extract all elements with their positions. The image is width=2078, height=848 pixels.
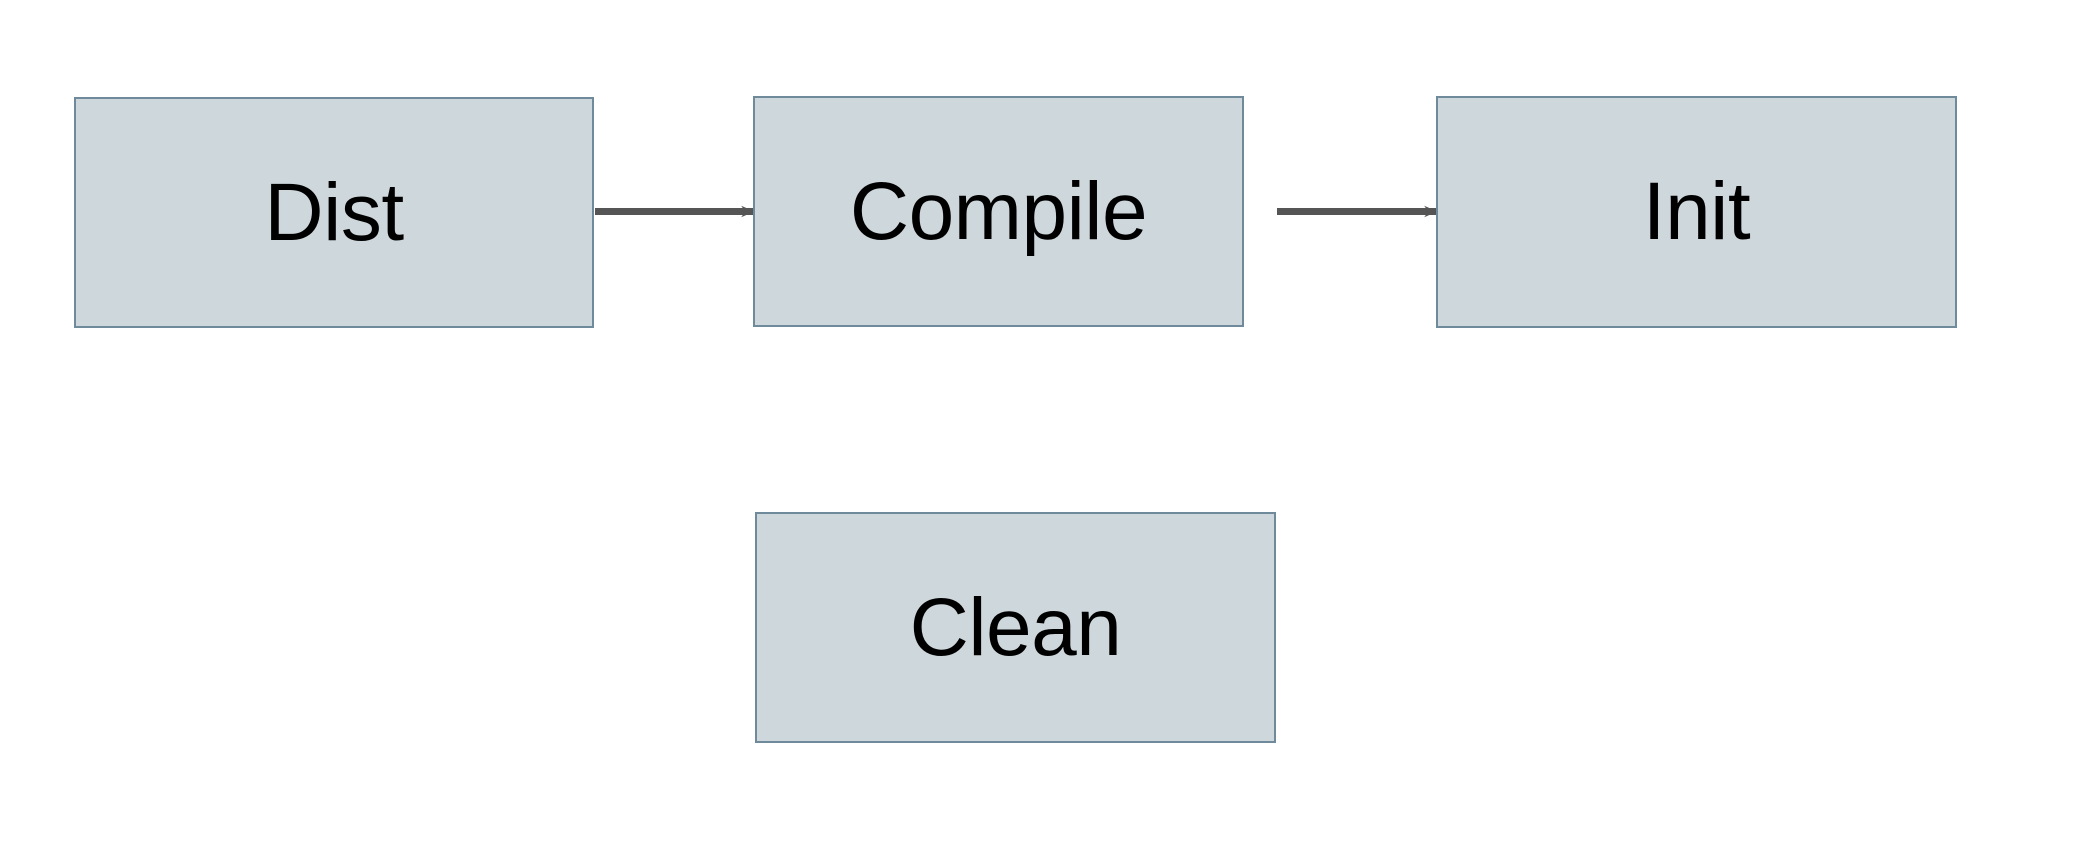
node-dist[interactable]: Dist <box>74 97 594 328</box>
node-compile-label: Compile <box>849 165 1148 257</box>
node-dist-label: Dist <box>264 166 404 258</box>
node-compile[interactable]: Compile <box>753 96 1244 327</box>
node-init[interactable]: Init <box>1436 96 1957 328</box>
node-clean-label: Clean <box>909 581 1122 673</box>
node-clean[interactable]: Clean <box>755 512 1276 743</box>
node-init-label: Init <box>1642 166 1751 257</box>
